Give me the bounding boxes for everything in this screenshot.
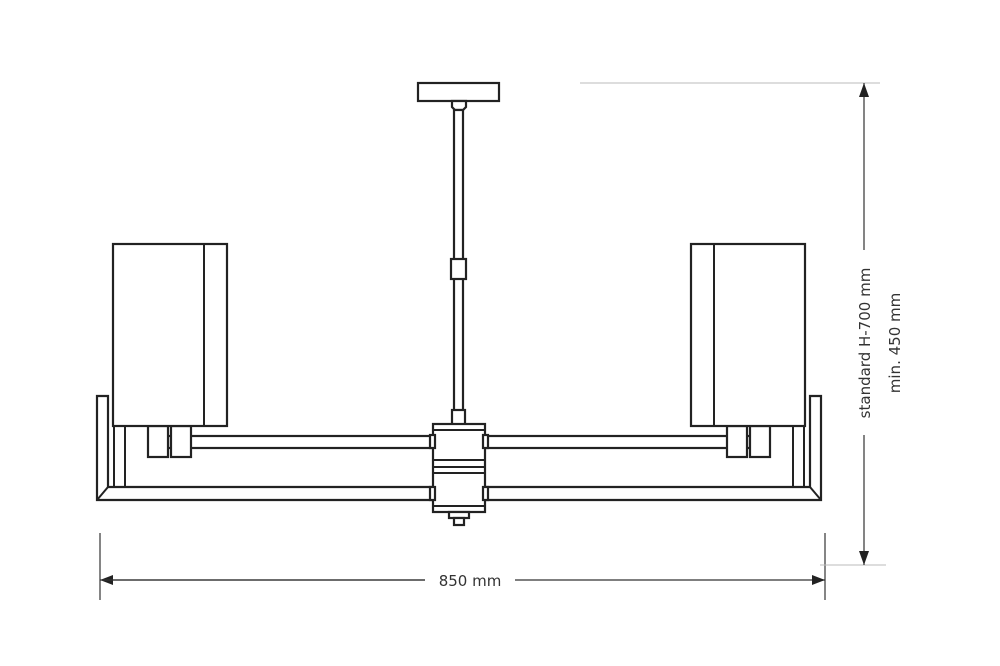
center-hub: [428, 422, 490, 527]
right-lamp-shade: [689, 242, 807, 428]
width-dimension: 850 mm: [99, 533, 826, 600]
suspension-rod: [449, 108, 468, 427]
height-dimension: standard H-700 mm min. 450 mm: [580, 82, 904, 566]
height-standard-label: standard H-700 mm: [856, 268, 874, 419]
left-lamp-shade: [111, 242, 229, 428]
height-min-label: min. 450 mm: [886, 293, 904, 393]
width-label: 850 mm: [439, 572, 502, 590]
left-arm: [95, 394, 435, 502]
ceiling-canopy: [416, 81, 501, 112]
